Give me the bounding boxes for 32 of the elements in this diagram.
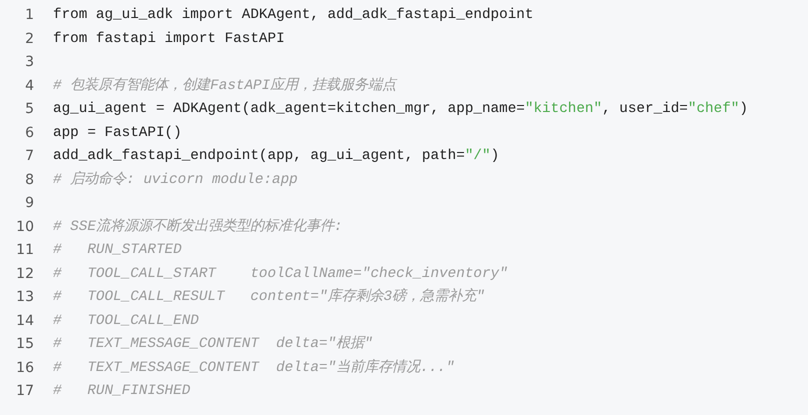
code-comment: # TOOL_CALL_START toolCallName="check_inventory" [53, 264, 508, 284]
line-number: 8 [24, 170, 34, 190]
line-number: 3 [24, 53, 34, 72]
code-line: from fastapi import FastAPI [53, 30, 285, 48]
code-line: app = FastAPI() [53, 124, 182, 142]
line-number: 1 [24, 6, 34, 25]
line-number: 2 [24, 30, 34, 48]
line-number: 11 [15, 241, 34, 260]
line-number: 14 [15, 312, 34, 330]
line-number: 17 [15, 382, 34, 401]
line-number: 4 [24, 76, 34, 96]
line-number: 9 [24, 194, 34, 213]
code-comment: # TOOL_CALL_END [53, 312, 199, 330]
line-number: 7 [24, 147, 34, 166]
line-number: 10 [15, 218, 34, 236]
code-comment: # TOOL_CALL_RESULT content="库存剩余3磅，急需补充" [53, 287, 485, 307]
code-comment: # RUN_FINISHED [53, 382, 190, 401]
code-comment: # RUN_STARTED [53, 241, 182, 260]
code-comment: # 启动命令: uvicorn module:app [53, 170, 298, 190]
code-comment: # TEXT_MESSAGE_CONTENT delta="当前库存情况..." [53, 358, 454, 378]
line-number: 12 [15, 264, 34, 284]
line-number: 6 [24, 124, 34, 142]
code-line: add_adk_fastapi_endpoint(app, ag_ui_agent, path="/") [53, 147, 500, 166]
line-number: 16 [15, 358, 34, 378]
line-number: 13 [15, 288, 34, 307]
code-comment: # TEXT_MESSAGE_CONTENT delta="根据" [53, 334, 373, 354]
code-line: ag_ui_agent = ADKAgent(adk_agent=kitchen_mgr, app_name="kitchen", user_id="chef") [53, 100, 748, 119]
line-number: 15 [15, 335, 34, 354]
code-comment: # SSE流将源源不断发出强类型的标准化事件: [53, 217, 342, 236]
code-line: from ag_ui_adk import ADKAgent, add_adk_fastapi_endpoint [53, 6, 534, 25]
line-number: 5 [24, 100, 34, 119]
code-comment: # 包装原有智能体，创建FastAPI应用，挂载服务端点 [53, 76, 396, 96]
